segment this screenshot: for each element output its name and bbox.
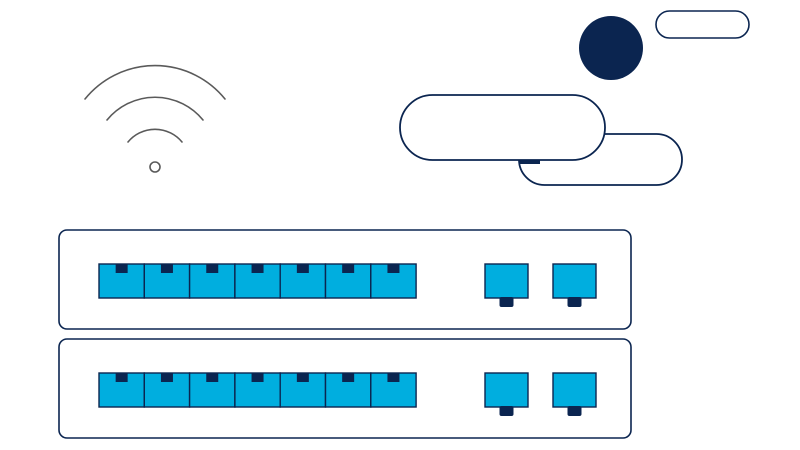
cloud-icon bbox=[399, 94, 683, 186]
rj45-port-latch bbox=[296, 373, 309, 382]
rj45-port-latch bbox=[206, 264, 219, 273]
sfp-port-tab bbox=[567, 297, 582, 307]
wifi-arc-outer bbox=[84, 64, 226, 100]
rj45-port-latch bbox=[115, 264, 128, 273]
switch-unit bbox=[58, 229, 632, 330]
sfp-port bbox=[552, 263, 597, 299]
rj45-port-latch bbox=[296, 264, 309, 273]
sfp-port bbox=[484, 263, 529, 299]
switch-stack bbox=[58, 229, 632, 439]
rj45-port-latch bbox=[387, 373, 400, 382]
rj45-port-latch bbox=[251, 373, 264, 382]
sfp-port-tab bbox=[499, 406, 514, 416]
wifi-icon bbox=[84, 64, 226, 173]
pill-icon bbox=[655, 10, 750, 39]
rj45-port-latch bbox=[251, 264, 264, 273]
cloud-front bbox=[399, 94, 606, 161]
rj45-port-latch bbox=[206, 373, 219, 382]
sfp-port bbox=[552, 372, 597, 408]
sfp-port bbox=[484, 372, 529, 408]
rj45-port-latch bbox=[160, 264, 173, 273]
wifi-arc-inner bbox=[127, 128, 183, 143]
rj45-port-latch bbox=[387, 264, 400, 273]
wifi-dot bbox=[149, 161, 161, 173]
rj45-port-latch bbox=[115, 373, 128, 382]
circle-icon bbox=[579, 16, 643, 80]
rj45-port-latch bbox=[342, 264, 355, 273]
rj45-port-latch bbox=[342, 373, 355, 382]
sfp-port-tab bbox=[567, 406, 582, 416]
switch-unit bbox=[58, 338, 632, 439]
rj45-port-latch bbox=[160, 373, 173, 382]
wifi-arc-middle bbox=[106, 96, 204, 121]
sfp-port-tab bbox=[499, 297, 514, 307]
